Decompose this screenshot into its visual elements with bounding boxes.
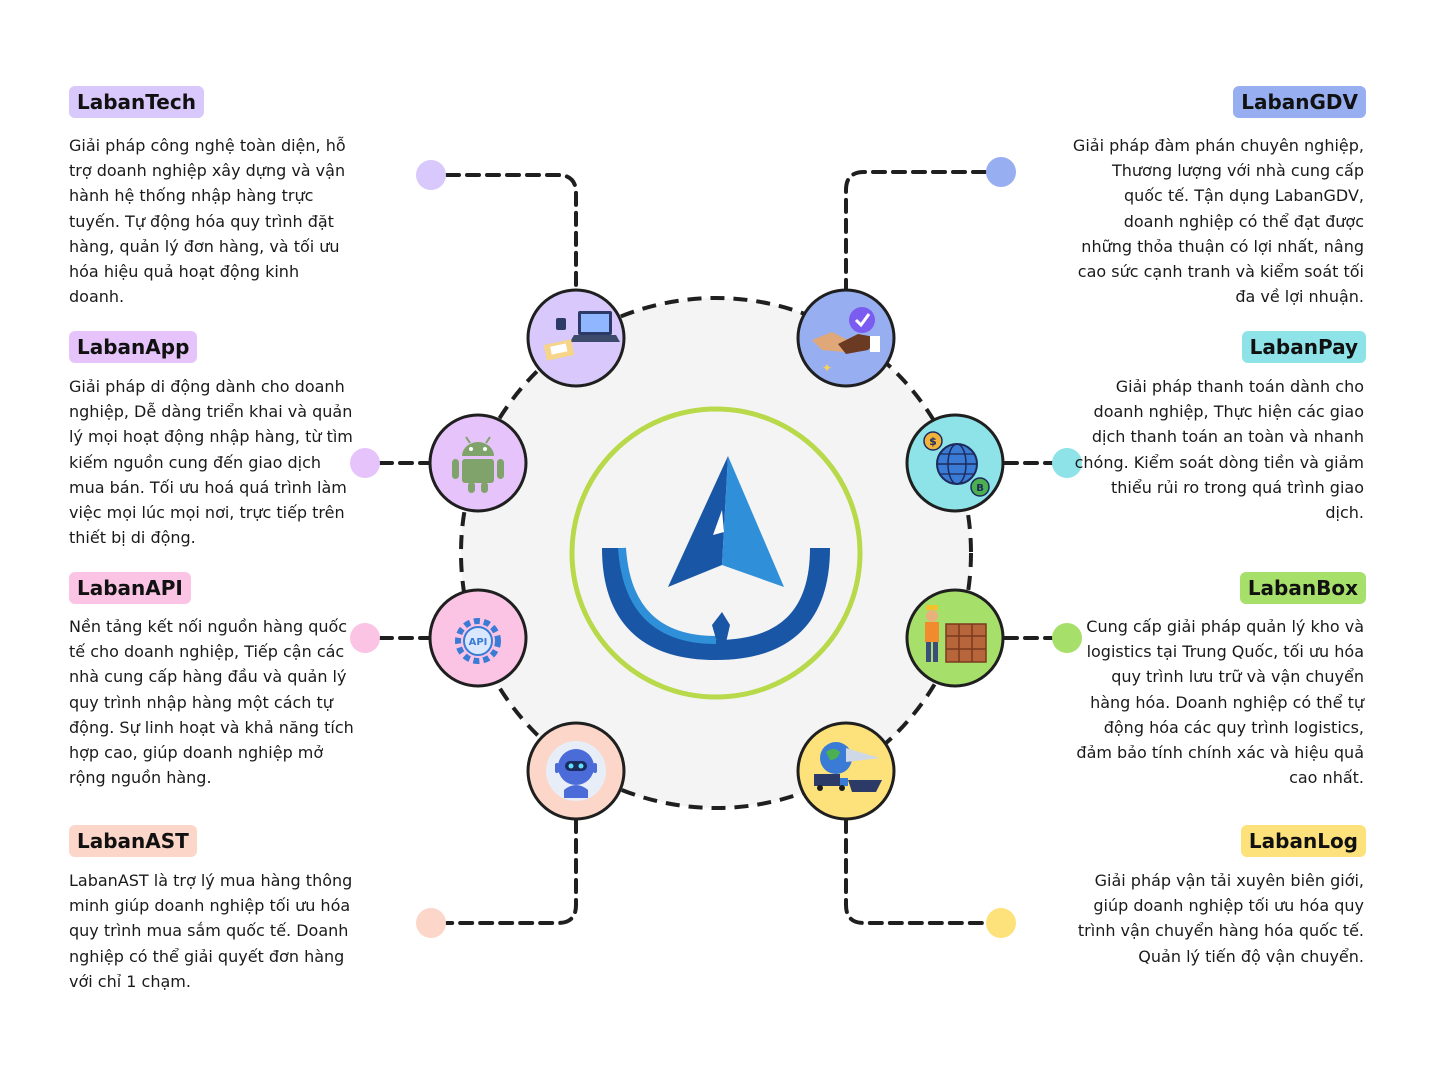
label-laban-log: LabanLog [1240,825,1366,857]
node-app [428,413,528,513]
connector-dots [350,157,1082,938]
dot-api [350,623,380,653]
svg-text:✦: ✦ [822,361,832,375]
svg-text:B: B [976,483,984,494]
node-api: API [428,588,528,688]
svg-text:$: $ [929,435,937,448]
desc-laban-api: Nền tảng kết nối nguồn hàng quốc tế cho … [69,617,354,788]
dot-tech [416,160,446,190]
laban-logo-icon [602,456,830,661]
label-laban-api: LabanAPI [69,572,191,604]
global-shipping-icon [814,742,882,792]
dot-ast [416,908,446,938]
label-laban-tech: LabanTech [69,86,204,118]
connector-gdv [844,170,987,292]
desc-laban-pay: Giải pháp thanh toán dành cho doanh nghi… [1074,377,1364,523]
node-gdv: ✦ [796,288,896,388]
android-icon [452,436,504,493]
desc-laban-gdv: Giải pháp đàm phán chuyên nghiệp, Thương… [1072,136,1364,307]
node-tech [526,288,626,388]
dot-box [1052,623,1082,653]
desc-laban-app: Giải pháp di động dành cho doanh nghiệp,… [69,377,353,548]
label-laban-gdv: LabanGDV [1233,86,1366,118]
label-laban-ast: LabanAST [69,825,197,857]
node-box [905,588,1005,688]
globe-payment-icon: $ B [923,431,990,497]
dot-log [986,908,1016,938]
api-gear-icon: API [455,618,501,664]
dot-gdv [986,157,1016,187]
connector-log [844,818,987,925]
desc-laban-box: Cung cấp giải pháp quản lý kho và logist… [1076,617,1364,788]
connector-ast [445,818,578,925]
node-log [796,721,896,821]
handshake-icon: ✦ [812,307,880,375]
connector-lines [378,170,1054,925]
desc-laban-ast: LabanAST là trợ lý mua hàng thông minh g… [69,871,353,991]
robot-assistant-icon [546,741,606,801]
laptop-workspace-icon [543,311,620,361]
node-ast [526,721,626,821]
desc-laban-log: Giải pháp vận tải xuyên biên giới, giúp … [1077,871,1364,966]
dot-app [350,448,380,478]
connector-tech [445,173,578,292]
dot-pay [1052,448,1082,478]
label-laban-box: LabanBox [1239,572,1366,604]
node-pay: $ B [905,413,1005,513]
label-laban-app: LabanApp [69,331,198,363]
warehouse-worker-icon [925,605,987,663]
label-laban-pay: LabanPay [1241,331,1366,363]
desc-laban-tech: Giải pháp công nghệ toàn diện, hỗ trợ do… [69,136,346,307]
svg-text:API: API [469,637,488,648]
